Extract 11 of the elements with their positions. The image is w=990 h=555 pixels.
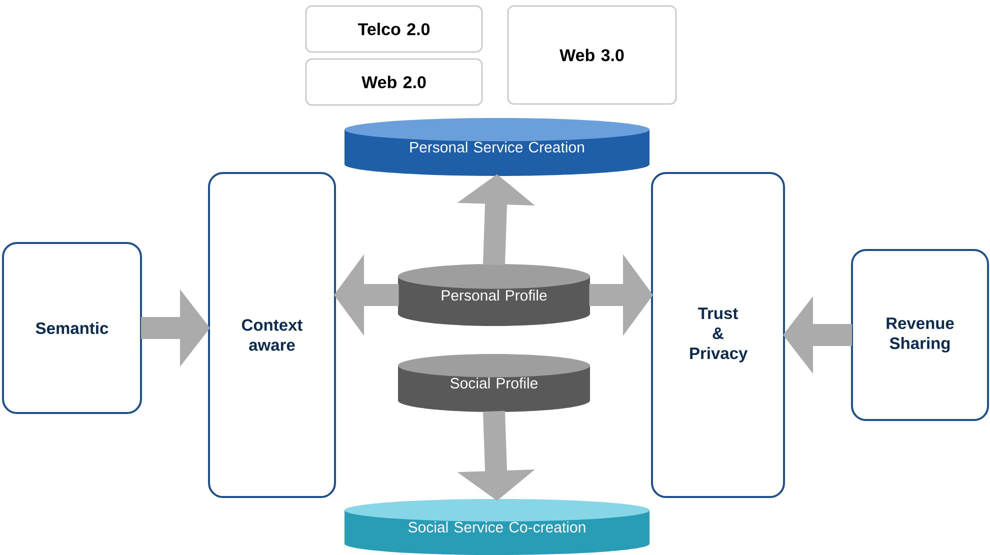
concept-box: Semantic (2, 242, 142, 414)
label-box: Telco 2.0 (305, 5, 483, 53)
concept-box: Context aware (208, 172, 336, 498)
service-cylinder: Social Service Co-creation (344, 499, 650, 555)
profile-cylinder: Personal Profile (398, 264, 590, 326)
concept-box: Revenue Sharing (851, 249, 989, 421)
service-cylinder: Personal Service Creation (344, 118, 650, 176)
label-box: Web 3.0 (507, 5, 677, 105)
profile-cylinder: Social Profile (398, 354, 590, 412)
concept-box: Trust & Privacy (651, 172, 785, 498)
label-box: Web 2.0 (305, 58, 483, 106)
